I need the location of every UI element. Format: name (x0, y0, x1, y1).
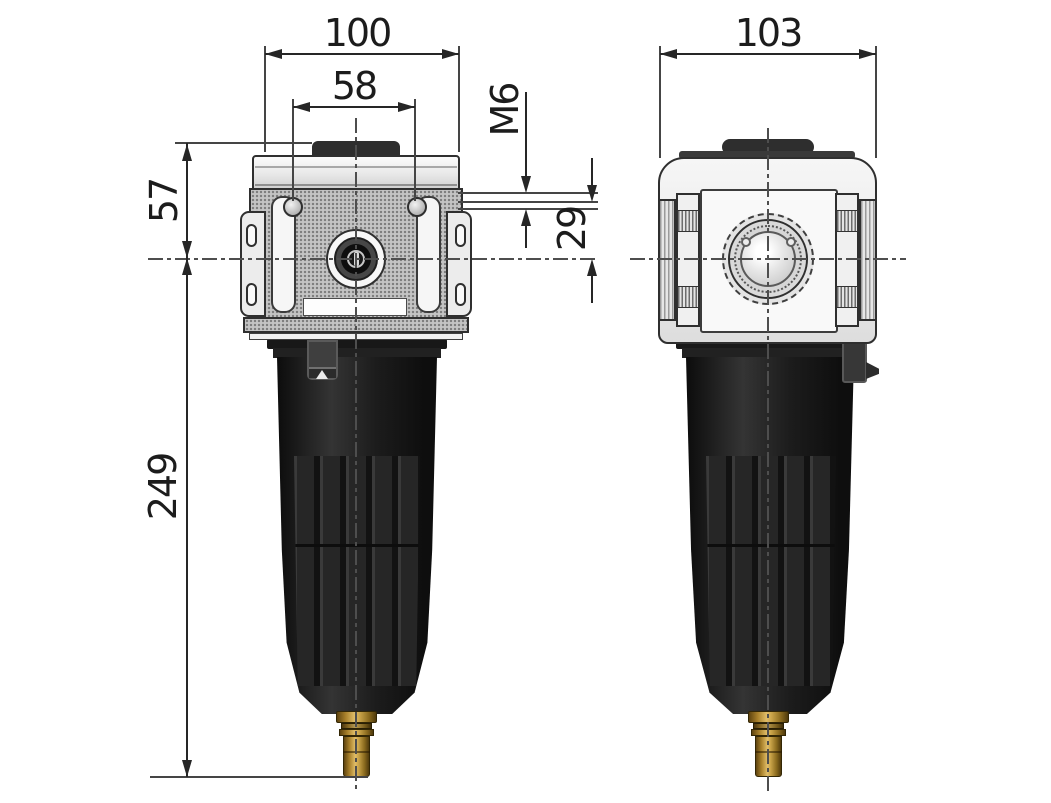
dim-58-ext-left (292, 99, 294, 201)
front-bowl-ribs (294, 456, 420, 686)
dim-58-arrow-left (293, 102, 310, 112)
dim-100-arrow-right (442, 49, 459, 59)
dim-m6-arrow-up (521, 209, 531, 226)
dim-57-ext-top (175, 142, 312, 144)
side-port-screw-right (786, 237, 796, 247)
dim-29-line-bottom (591, 276, 593, 303)
dim-29-arrow-down (587, 185, 597, 202)
dim-249-ext-bottom (150, 776, 368, 778)
front-bowl-rim-lower (273, 348, 441, 358)
side-port-screw-left (741, 237, 751, 247)
dim-58-ext-right (414, 99, 416, 201)
dim-100-ext-left (264, 46, 266, 152)
dim-label-hole-spacing: 58 (331, 64, 378, 108)
front-horizontal-centerline (148, 258, 598, 260)
dim-m6-line-bottom (525, 226, 527, 248)
dim-label-thread: M6 (483, 83, 527, 137)
dim-100-line (265, 53, 459, 55)
dim-249-line (186, 258, 188, 777)
dim-m6-arrow-down (521, 176, 531, 193)
dim-29-arrow-up (587, 259, 597, 276)
side-rod-right-bottom (836, 286, 858, 308)
dim-103-arrow-right (859, 49, 876, 59)
ext-hole-line-1 (458, 192, 598, 194)
dim-103-ext-left (659, 46, 661, 158)
side-vertical-centerline (767, 128, 769, 792)
dim-103-ext-right (875, 46, 877, 158)
side-rod-left-bottom (677, 286, 699, 308)
side-bowl-latch (842, 339, 867, 383)
dim-label-bowl-length: 249 (141, 453, 185, 521)
dim-58-arrow-right (398, 102, 415, 112)
dim-label-head-height: 57 (142, 178, 186, 224)
dim-58-line (293, 106, 415, 108)
dim-103-line (660, 53, 876, 55)
dim-249-arrow-bottom (182, 760, 192, 777)
dim-103-arrow-left (660, 49, 677, 59)
dim-m6-line-top (525, 92, 527, 176)
dim-label-head-width: 100 (323, 11, 393, 55)
side-bowl-ribs (706, 456, 836, 686)
front-bowl-rim-upper (267, 339, 447, 349)
dim-57-arrow-bottom (182, 241, 192, 258)
side-bowl-latch-wing (866, 362, 879, 379)
dim-label-hole-to-axis: 29 (550, 206, 594, 252)
side-horizontal-centerline (630, 258, 906, 260)
dim-57-arrow-top (182, 144, 192, 161)
front-vertical-centerline (355, 118, 357, 792)
side-rod-right-top (836, 210, 858, 232)
front-latch-arrow-icon (316, 370, 328, 379)
dim-100-arrow-left (265, 49, 282, 59)
side-bracket-strip-left (658, 199, 676, 321)
front-tab-right-slot-1 (455, 224, 466, 247)
front-tab-right-slot-2 (455, 283, 466, 306)
ext-hole-line-2 (458, 201, 598, 203)
front-mount-screw-right (407, 197, 427, 217)
side-rod-left-top (677, 210, 699, 232)
dim-29-line-top (591, 158, 593, 186)
dim-100-ext-right (458, 46, 460, 152)
dim-57-line (186, 143, 188, 258)
dim-249-arrow-top (182, 258, 192, 275)
dim-label-head-depth: 103 (734, 11, 804, 55)
front-tab-left-slot-2 (246, 283, 257, 306)
side-bracket-strip-right (859, 199, 877, 321)
front-tab-left-slot-1 (246, 224, 257, 247)
